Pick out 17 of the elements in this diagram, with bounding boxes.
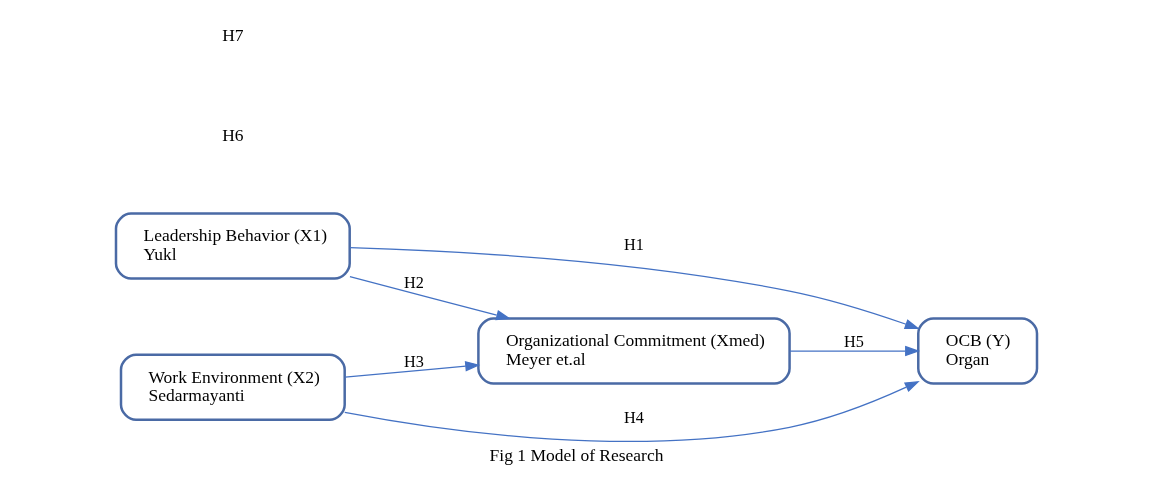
node-box: Organizational Commitment (Xmed) Meyer et.al: [477, 317, 791, 385]
node-box: OCB (Y) Organ: [917, 317, 1039, 385]
caption: Fig 1 Model of Research: [489, 445, 664, 466]
edge-label: H1: [624, 236, 644, 255]
edge-label: H3: [404, 352, 424, 371]
arrow: [344, 380, 920, 443]
label: H6: [222, 124, 244, 145]
arrow: [349, 275, 512, 321]
arrow: [344, 361, 481, 378]
label: H7: [222, 24, 244, 45]
edge-label: H2: [404, 273, 424, 292]
arrow: [349, 247, 920, 330]
arrow: [789, 345, 921, 357]
edge-label: H4: [624, 408, 644, 427]
node-box: Work Environment (X2) Sedarmayanti: [119, 353, 346, 422]
edge-label: H5: [844, 332, 864, 351]
node-box: Leadership Behavior (X1) Yukl: [114, 212, 351, 280]
